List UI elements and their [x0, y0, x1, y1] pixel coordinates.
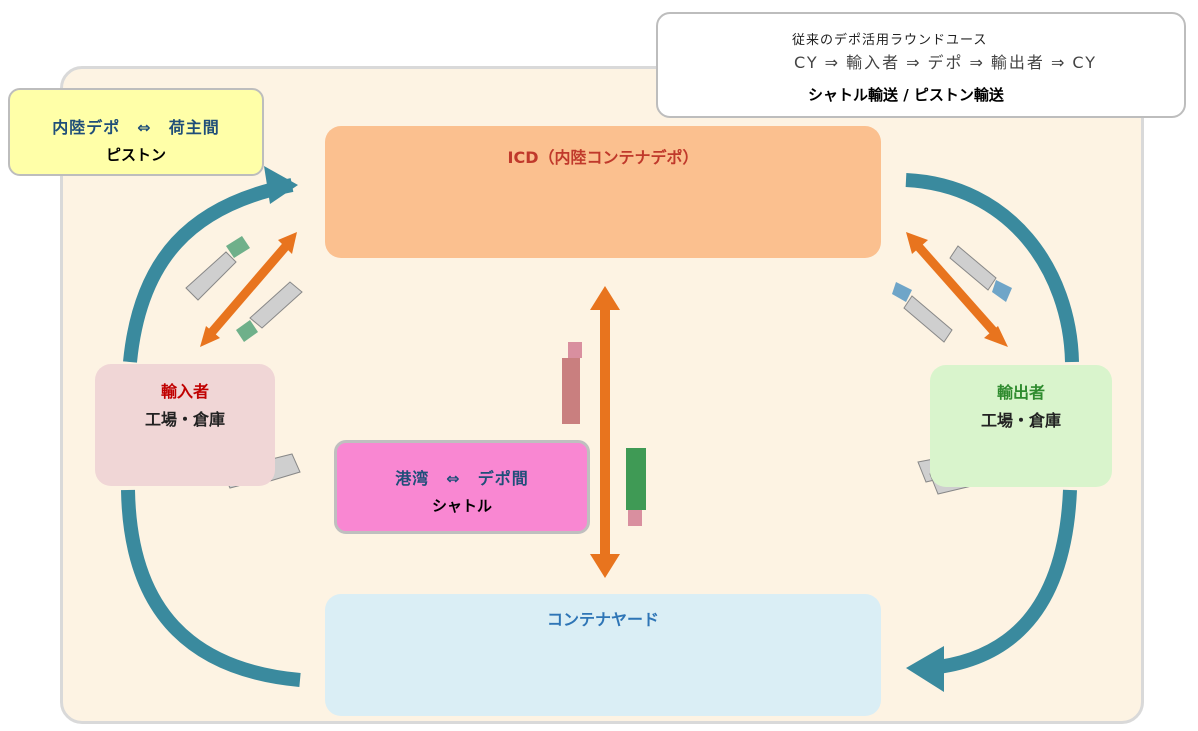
exporter-name: 輸出者 — [996, 383, 1045, 402]
truck-illustration-left-lower — [236, 281, 303, 342]
shuttle-arrow-center — [590, 286, 620, 578]
round-use-arrow-left-bottom — [121, 489, 301, 687]
truck-illustration-center-upper — [562, 342, 582, 424]
round-use-arrow-left-top — [123, 178, 294, 363]
round-use-arrow-right-bottom — [929, 489, 1077, 675]
truck-illustration-left-upper — [185, 236, 250, 301]
legend-flow-arrow: ⇒ — [824, 53, 841, 72]
legend-panel: 従来のデポ活用ラウンドユース CY ⇒ 輸入者 ⇒ デポ ⇒ 輸出者 ⇒ CY シャトル輸送 /… — [656, 12, 1186, 118]
round-use-arrowhead-left-top — [264, 166, 298, 204]
legend-flow-importer: 輸入者 — [846, 53, 901, 72]
legend-flow-cy-start: CY — [794, 53, 819, 72]
icd-title: ICD（内陸コンテナデポ） — [507, 148, 699, 167]
container-yard-node: コンテナヤード — [325, 594, 881, 716]
legend-flow: CY ⇒ 輸入者 ⇒ デポ ⇒ 輸出者 ⇒ CY — [794, 49, 1097, 73]
legend-flow-depot: デポ — [927, 53, 964, 72]
legend-shuttle-label: シャトル輸送 / ピストン輸送 — [808, 86, 1004, 104]
piston-route-text: 内陸デポ ⇔ 荷主間 — [52, 118, 220, 137]
truck-illustration-right-lower — [892, 282, 953, 343]
shuttle-arrow-left — [200, 232, 297, 347]
truck-illustration-right-upper — [949, 245, 1012, 302]
legend-flow-cy-end: CY — [1072, 53, 1098, 72]
round-use-arrowhead-right-bottom — [906, 646, 944, 692]
legend-flow-arrow: ⇒ — [1050, 53, 1067, 72]
legend-flow-arrow: ⇒ — [906, 53, 922, 72]
exporter-facility: 工場・倉庫 — [980, 411, 1061, 430]
truck-illustration-center-lower — [626, 448, 646, 526]
piston-route-box: 内陸デポ ⇔ 荷主間 ピストン — [8, 88, 264, 176]
shuttle-label: シャトル — [431, 497, 492, 515]
shuttle-route-text: 港湾 ⇔ デポ間 — [395, 469, 529, 488]
shuttle-arrow-right — [906, 232, 1008, 347]
shuttle-route-box: 港湾 ⇔ デポ間 シャトル — [334, 440, 590, 534]
icd-node: ICD（内陸コンテナデポ） — [325, 126, 881, 258]
legend-flow-exporter: 輸出者 — [990, 53, 1045, 72]
container-yard-title: コンテナヤード — [546, 610, 659, 629]
importer-name: 輸入者 — [160, 382, 209, 401]
piston-label: ピストン — [105, 146, 166, 164]
importer-facility: 工場・倉庫 — [144, 410, 225, 429]
importer-node: 輸入者 工場・倉庫 — [95, 364, 275, 486]
exporter-node: 輸出者 工場・倉庫 — [930, 365, 1112, 487]
legend-title: 従来のデポ活用ラウンドユース — [792, 33, 988, 48]
round-use-arrow-right-top — [905, 173, 1079, 363]
legend-flow-arrow: ⇒ — [969, 53, 985, 72]
